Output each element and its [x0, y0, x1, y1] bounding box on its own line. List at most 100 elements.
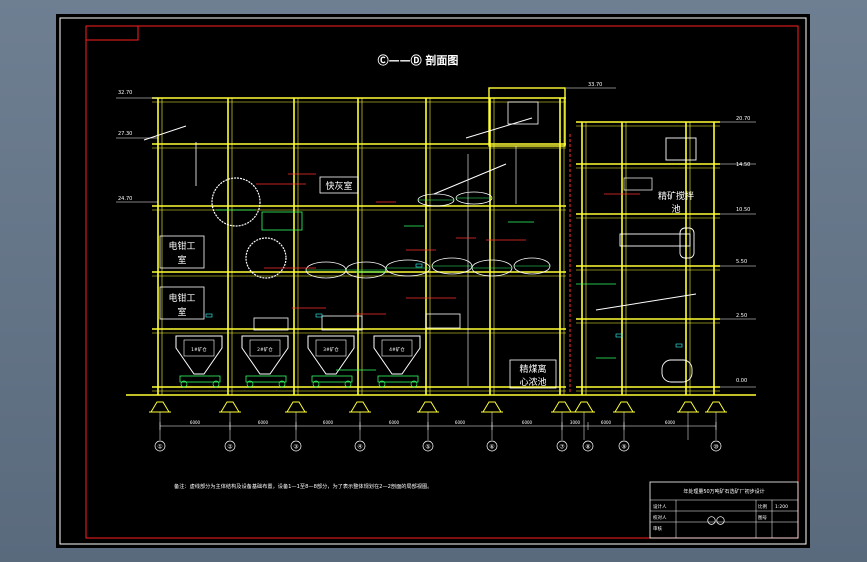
elev-right-2: 14.50	[736, 162, 750, 168]
ore-bin	[373, 335, 421, 375]
title-block: 年处理量50万吨矿石选矿厂初步设计 设计人 校对人 审核 〇〇 比例 1:200…	[649, 481, 799, 539]
footing	[614, 401, 634, 413]
building-structure	[116, 87, 756, 440]
feeder	[245, 375, 287, 383]
axis-label: ⑤	[425, 444, 430, 451]
elev-right-4: 5.50	[736, 259, 747, 265]
axis-label: ④	[357, 444, 362, 451]
dimension-value: 6000	[522, 420, 533, 425]
belt-conveyor	[143, 125, 187, 141]
dimension-value: 6000	[258, 420, 269, 425]
footing	[286, 401, 306, 413]
axis-bubble	[582, 440, 594, 452]
elec-room-2-line2: 室	[177, 306, 186, 318]
axis-bubble	[422, 440, 434, 452]
footing	[574, 401, 594, 413]
footing	[552, 401, 572, 413]
dimension-value: 6000	[665, 420, 676, 425]
tag-marker	[205, 313, 213, 318]
ore-bin-label-box	[315, 339, 347, 357]
conveyor-roller	[312, 380, 320, 388]
axis-bubble	[354, 440, 366, 452]
conc-tank-line2: 池	[671, 203, 680, 215]
title-block-center: 〇〇	[707, 516, 725, 527]
axis-label: ③	[293, 444, 298, 451]
footing	[706, 401, 726, 413]
elev-left-3: 24.70	[118, 196, 132, 202]
axis-bubble	[154, 440, 166, 452]
axis-label: ⑨	[621, 444, 626, 451]
thickener-line2: 心浓池	[519, 376, 546, 388]
footing	[150, 401, 170, 413]
vacuum-tank	[679, 227, 695, 259]
ore-bin-label-box	[249, 339, 281, 357]
ore-bin-label: 4#矿仓	[389, 346, 405, 353]
conveyor-roller	[344, 380, 352, 388]
belt-conveyor	[433, 163, 507, 195]
axis-label: ⑩	[713, 444, 718, 451]
screen	[425, 313, 461, 329]
elev-right-6: 0.00	[736, 378, 747, 384]
axis-bubble	[618, 440, 630, 452]
axis-label: ①	[157, 444, 162, 451]
tag-marker	[615, 333, 623, 338]
elev-right-1: 20.70	[736, 116, 750, 122]
axis-label: ⑧	[585, 444, 590, 451]
dimension-value: 6000	[601, 420, 612, 425]
axis-label: ②	[227, 444, 233, 451]
conveyor-roller	[410, 380, 418, 388]
footing	[678, 401, 698, 413]
scale-value: 1:200	[775, 504, 788, 510]
axis-bubble	[224, 440, 236, 452]
outer-frame	[59, 17, 807, 545]
ore-bin-label: 1#矿仓	[191, 346, 207, 353]
drawing-title: Ⓒ——Ⓓ 剖面图	[378, 53, 459, 67]
ore-bin	[241, 335, 289, 375]
footing	[220, 401, 240, 413]
conveyor-roller	[246, 380, 254, 388]
elec-room-1-line1: 电钳工	[168, 240, 195, 252]
ore-bin-label: 3#矿仓	[323, 346, 339, 353]
ore-bin-label-box	[381, 339, 413, 357]
dimension-value: 6000	[323, 420, 334, 425]
crusher	[253, 317, 289, 331]
lime-room-label: 快灰室	[325, 180, 352, 192]
axis-bubble	[486, 440, 498, 452]
designer-label: 设计人	[653, 503, 667, 510]
conc-tank-line1: 精矿搅拌	[658, 190, 694, 202]
elev-roof-mid: 33.70	[588, 82, 602, 88]
footing	[350, 401, 370, 413]
pump	[623, 177, 653, 191]
elevation-marks: 32.70 27.30 24.70 20.70 14.50 10.50 5.50…	[118, 82, 750, 384]
axis-bubble	[556, 440, 568, 452]
ore-bin-label: 2#矿仓	[257, 346, 273, 353]
project-title: 年处理量50万吨矿石选矿厂初步设计	[683, 488, 764, 495]
elev-right-5: 2.50	[736, 313, 747, 319]
thickener-line1: 精煤离	[519, 363, 546, 375]
tag-marker	[315, 313, 323, 318]
elec-room-2-line1: 电钳工	[168, 292, 195, 304]
axis-bubble	[710, 440, 722, 452]
axis-bubble	[290, 440, 302, 452]
footing	[482, 401, 502, 413]
feeder	[179, 375, 221, 383]
classifier	[261, 211, 303, 231]
dimension-value: 3000	[570, 420, 581, 425]
equipment-layer: 1#矿仓 2#矿仓 3#矿仓 4#矿仓	[143, 117, 697, 388]
headhouse-window	[507, 101, 539, 125]
reagent-tank	[665, 137, 697, 161]
axis-label: ⑥	[489, 444, 494, 451]
corner-tag-box	[85, 25, 139, 41]
elev-top-left: 32.70	[118, 90, 132, 96]
tag-marker	[415, 263, 423, 268]
drawing-border	[85, 25, 799, 539]
ore-bin-label-box	[183, 339, 215, 357]
conveyor-roller	[278, 380, 286, 388]
tag-marker	[675, 343, 683, 348]
approver-label: 审核	[653, 525, 662, 532]
belt-conveyor	[465, 117, 533, 139]
headhouse	[488, 87, 566, 147]
